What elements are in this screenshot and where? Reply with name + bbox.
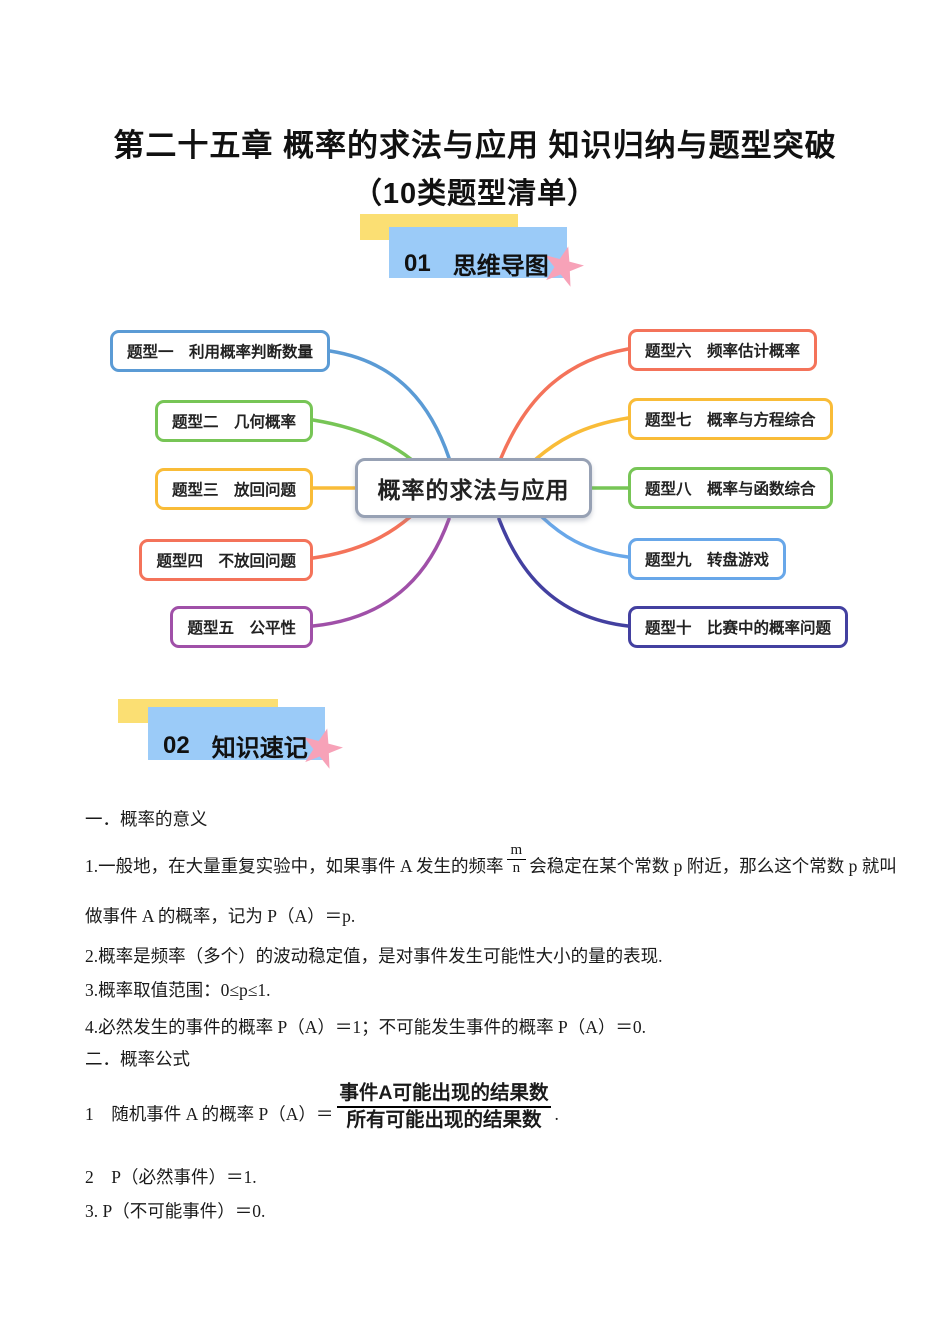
star-shape — [304, 728, 343, 769]
mindmap-node-type-1: 题型一 利用概率判断数量 — [109, 330, 330, 372]
fraction-denominator: n — [512, 860, 521, 876]
mindmap-node-type-2: 题型二 几何概率 — [154, 400, 313, 442]
formula-2: 2 P（必然事件）＝1. — [85, 1167, 257, 1187]
mindmap-node-type-10: 题型十 比赛中的概率问题 — [628, 606, 849, 648]
mindmap-center-node: 概率的求法与应用 — [355, 458, 592, 518]
mindmap-node-type-5: 题型五 公平性 — [170, 606, 313, 648]
star-icon — [304, 728, 343, 769]
curve-left-2 — [311, 418, 414, 462]
mindmap-node-type-3: 题型三 放回问题 — [154, 468, 313, 510]
page-title-line2: （10类题型清单） — [352, 178, 598, 210]
paragraph-4: 4.必然发生的事件的概率 P（A）＝1；不可能发生事件的概率 P（A）＝0. — [85, 1017, 646, 1037]
paragraph-1-pre: 1.一般地，在大量重复实验中，如果事件 A 发生的频率 — [85, 856, 504, 876]
formula-1-with-fraction: 1 随机事件 A 的概率 P（A）＝事件A可能出现的结果数所有可能出现的结果数. — [85, 1083, 559, 1131]
page-title-line1: 第二十五章 概率的求法与应用 知识归纳与题型突破 — [113, 128, 837, 163]
curve-left-1 — [328, 349, 451, 460]
mindmap-node-type-7: 题型七 概率与方程综合 — [628, 398, 833, 440]
paragraph-3: 3.概率取值范围：0≤p≤1. — [85, 980, 271, 1000]
curve-right-1 — [499, 347, 630, 460]
star-shape — [545, 246, 584, 287]
fraction-denominator: 所有可能出现的结果数 — [346, 1109, 542, 1131]
fraction-outcomes: 事件A可能出现的结果数所有可能出现的结果数 — [337, 1083, 551, 1131]
section-01-number: 01 — [404, 249, 431, 277]
curve-left-5 — [311, 517, 451, 628]
section-01-header: 01 思维导图 — [404, 246, 549, 281]
mindmap-connector-lines — [311, 347, 630, 628]
heading-probability-meaning: 一．概率的意义 — [85, 809, 208, 829]
mindmap-node-type-9: 题型九 转盘游戏 — [628, 538, 787, 580]
paragraph-2: 2.概率是频率（多个）的波动稳定值，是对事件发生可能性大小的量的表现. — [85, 946, 663, 966]
paragraph-1-post: 会稳定在某个常数 p 附近，那么这个常数 p 就叫 — [529, 856, 897, 876]
mindmap-node-type-6: 题型六 频率估计概率 — [628, 329, 818, 371]
fraction-numerator: m — [506, 843, 527, 860]
formula-1-pre: 1 随机事件 A 的概率 P（A）＝ — [85, 1104, 334, 1124]
curve-right-5 — [497, 517, 630, 628]
formula-3: 3. P（不可能事件）＝0. — [85, 1201, 266, 1221]
section-02-header: 02 知识速记 — [163, 728, 308, 763]
curve-left-4 — [311, 515, 412, 560]
curve-right-4 — [540, 515, 630, 559]
heading-probability-formula: 二．概率公式 — [85, 1049, 190, 1069]
mindmap-node-type-8: 题型八 概率与函数综合 — [628, 467, 833, 509]
section-02-label: 知识速记 — [211, 735, 308, 762]
star-icon — [545, 246, 584, 287]
paragraph-1-line2: 做事件 A 的概率，记为 P（A）＝p. — [85, 906, 356, 926]
fraction-numerator: 事件A可能出现的结果数 — [337, 1083, 551, 1108]
section-01-label: 思维导图 — [452, 253, 549, 280]
formula-1-post: . — [554, 1104, 559, 1124]
section-02-number: 02 — [163, 731, 190, 759]
section-02-blue-banner — [148, 707, 325, 760]
curve-right-2 — [534, 416, 630, 461]
section-01-blue-banner — [389, 227, 567, 278]
mindmap-node-type-4: 题型四 不放回问题 — [139, 539, 313, 581]
